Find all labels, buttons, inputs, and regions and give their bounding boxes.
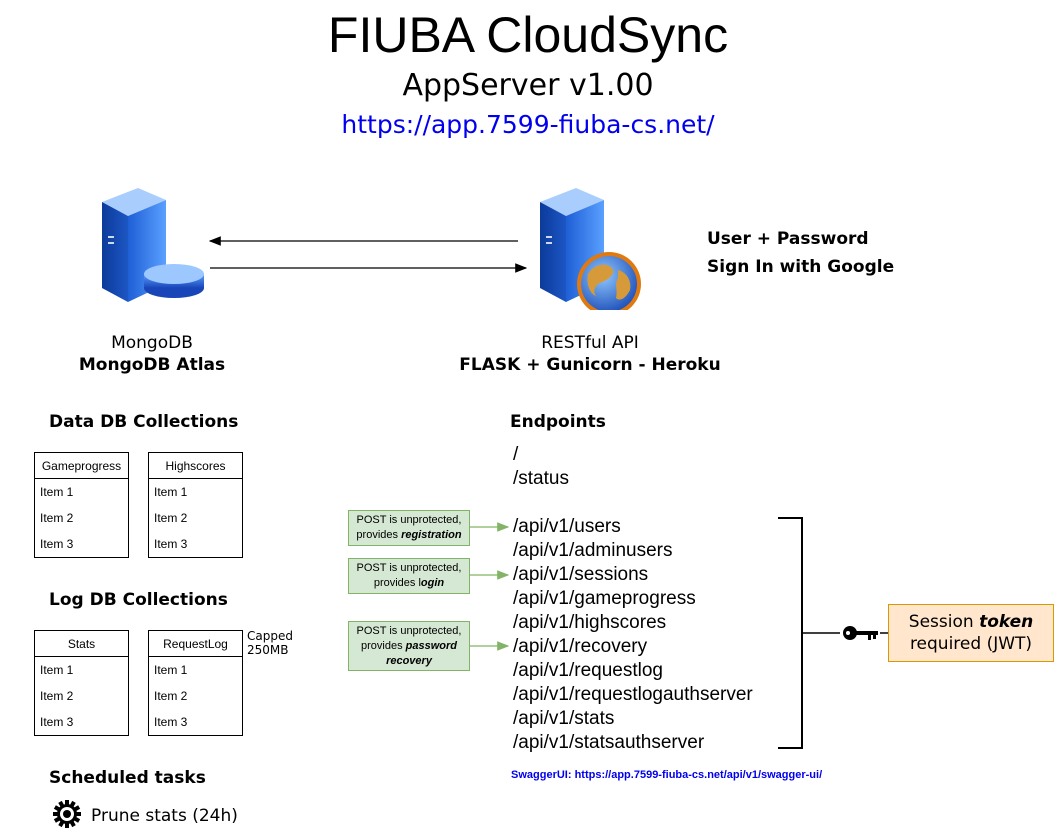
collection-table-stats[interactable]: Stats Item 1 Item 2 Item 3 (34, 630, 129, 736)
collection-table-highscores[interactable]: Highscores Item 1 Item 2 Item 3 (148, 452, 243, 558)
collection-item: Item 2 (154, 689, 188, 703)
note-login: POST is unprotected, provides login (348, 558, 470, 594)
endpoint-requestlogauthserver[interactable]: /api/v1/requestlogauthserver (513, 684, 753, 705)
session-token-box: Session token required (JWT) (888, 604, 1054, 662)
collection-item: Item 3 (154, 715, 188, 729)
endpoint-gameprogress[interactable]: /api/v1/gameprogress (513, 588, 696, 609)
token-requirement: required (JWT) (909, 634, 1033, 654)
db-server-name: MongoDB (111, 333, 193, 353)
diagram-title: FIUBA CloudSync (327, 7, 729, 63)
note-emphasis: recovery (386, 654, 432, 667)
collection-item: Item 1 (40, 485, 74, 499)
note-emphasis: ogin (420, 577, 445, 589)
endpoint-root[interactable]: / (513, 444, 519, 465)
token-label: Session (908, 612, 980, 632)
collection-item: Item 3 (40, 715, 74, 729)
endpoint-stats[interactable]: /api/v1/stats (513, 708, 615, 729)
collection-table-gameprogress[interactable]: Gameprogress Item 1 Item 2 Item 3 (34, 452, 129, 558)
api-server-name: RESTful API (541, 333, 639, 353)
note-line: provides (356, 529, 402, 541)
collection-item: Item 1 (154, 663, 188, 677)
collection-item: Item 1 (40, 663, 74, 677)
note-line: provides l (373, 577, 421, 589)
collection-item: Item 3 (154, 537, 188, 551)
diagram-subtitle: AppServer v1.00 (402, 68, 654, 103)
key-icon (842, 623, 880, 643)
swagger-ui-link[interactable]: SwaggerUI: https://app.7599-fiuba-cs.net… (511, 769, 823, 781)
endpoint-highscores[interactable]: /api/v1/highscores (513, 612, 667, 633)
protected-endpoints-list: /api/v1/users /api/v1/adminusers /api/v1… (513, 515, 753, 755)
note-line: POST is unprotected, (356, 624, 462, 637)
note-emphasis: registration (401, 529, 462, 541)
endpoint-requestlog[interactable]: /api/v1/requestlog (513, 660, 663, 681)
note-emphasis: password (405, 639, 457, 652)
collection-table-requestlog[interactable]: RequestLog Item 1 Item 2 Item 3 (148, 630, 243, 736)
collection-name: Highscores (149, 453, 242, 479)
token-emphasis: token (979, 612, 1034, 632)
db-server-host: MongoDB Atlas (78, 355, 226, 375)
collection-name: RequestLog (149, 631, 242, 657)
app-url-link[interactable]: https://app.7599-fiuba-cs.net/ (341, 110, 715, 139)
api-server-host: FLASK + Gunicorn - Heroku (459, 355, 721, 375)
endpoint-status[interactable]: /status (513, 468, 569, 489)
auth-method-google: Sign In with Google (707, 257, 895, 277)
endpoint-sessions[interactable]: /api/v1/sessions (513, 564, 649, 585)
note-registration: POST is unprotected, provides registrati… (348, 510, 470, 546)
capped-size: 250MB (247, 643, 289, 657)
web-server-globe-icon (536, 186, 644, 316)
endpoint-users[interactable]: /api/v1/users (513, 516, 621, 537)
database-server-icon (98, 186, 204, 306)
capped-note: Capped 250MB (247, 629, 293, 657)
gear-icon (52, 799, 82, 829)
collection-name: Stats (35, 631, 128, 657)
scheduled-task-prune: Prune stats (24h) (91, 806, 238, 826)
collection-item: Item 1 (154, 485, 188, 499)
endpoint-adminusers[interactable]: /api/v1/adminusers (513, 540, 673, 561)
note-line: POST is unprotected, (356, 514, 462, 526)
auth-method-password: User + Password (707, 229, 869, 249)
note-password-recovery: POST is unprotected, provides password r… (348, 621, 470, 671)
collection-item: Item 2 (40, 511, 74, 525)
data-collections-heading: Data DB Collections (49, 412, 239, 432)
collection-item: Item 2 (40, 689, 74, 703)
collection-name: Gameprogress (35, 453, 128, 479)
collection-item: Item 2 (154, 511, 188, 525)
protected-endpoints-bracket (778, 517, 803, 749)
capped-label: Capped (247, 629, 293, 643)
collection-item: Item 3 (40, 537, 74, 551)
log-collections-heading: Log DB Collections (49, 590, 228, 610)
scheduled-tasks-heading: Scheduled tasks (49, 768, 206, 788)
endpoints-heading: Endpoints (510, 412, 606, 432)
note-line: POST is unprotected, (356, 562, 462, 574)
endpoint-recovery[interactable]: /api/v1/recovery (513, 636, 648, 657)
note-line: provides (361, 639, 406, 652)
endpoint-statsauthserver[interactable]: /api/v1/statsauthserver (513, 732, 705, 753)
